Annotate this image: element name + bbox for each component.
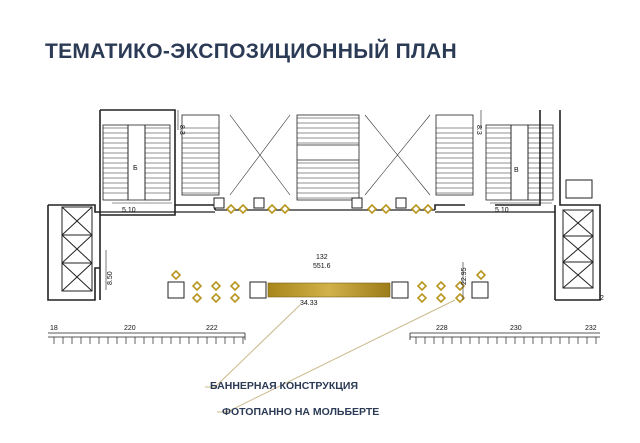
easel-marker [266,203,278,215]
page-title: ТЕМАТИКО-ЭКСПОЗИЦИОННЫЙ ПЛАН [45,40,457,63]
stair-right-letter: В [514,167,519,174]
walls [47,109,601,301]
easel-marker [422,203,434,215]
hall-columns [167,281,489,299]
stair-middle [296,114,360,201]
easel-marker [191,292,203,304]
bottom-room-left-1: 18 [50,325,58,332]
banner-construction [267,282,391,298]
easel-marker [229,292,241,304]
legend-leaders [205,299,456,413]
dim-left-stair: 5.10 [122,207,136,214]
easel-marker [210,292,222,304]
stair-left-letter: Б [133,165,138,172]
easel-marker [475,269,487,281]
dim-left-top: 8.3 [178,125,185,135]
easel-marker [435,292,447,304]
bottom-room-right-3: 232 [585,325,597,332]
elevator-left [61,206,93,292]
dim-right-side: 22.95 [461,267,468,285]
easel-marker [454,280,466,292]
room-area: 551.6 [313,263,331,270]
bottom-room-left-3: 222 [206,325,218,332]
easel-marker [237,203,249,215]
bottom-room-left-2: 220 [124,325,136,332]
banner-length: 34.33 [300,300,318,307]
room-number: 132 [316,254,328,261]
easel-marker [454,292,466,304]
easel-marker [170,269,182,281]
easel-marker [435,280,447,292]
dim-left-side: 8.50 [107,271,114,285]
easel-marker [416,292,428,304]
easel-marker [279,203,291,215]
dim-right-top: 8.3 [475,125,482,135]
bottom-rooms [48,332,600,340]
easel-marker [416,280,428,292]
columns [213,197,407,209]
bottom-room-right-1: 228 [436,325,448,332]
light-well [229,114,431,196]
photo-panel-markers [170,203,487,304]
legend-banner-label: БАННЕРНАЯ КОНСТРУКЦИЯ [210,380,358,392]
edge-mark: 2 [600,295,604,302]
corridor-wall [100,209,555,213]
easel-marker [380,203,392,215]
easel-marker [191,280,203,292]
easel-marker [366,203,378,215]
easel-marker [210,280,222,292]
dim-right-stair: 5.10 [495,207,509,214]
easel-marker [229,280,241,292]
easel-marker [410,203,422,215]
bottom-room-right-2: 230 [510,325,522,332]
elevator-right [562,179,594,289]
legend-photo-panel-label: ФОТОПАННО НА МОЛЬБЕРТЕ [222,406,380,418]
easel-marker [225,203,237,215]
stair-left [102,114,220,201]
stair-right [435,114,554,201]
